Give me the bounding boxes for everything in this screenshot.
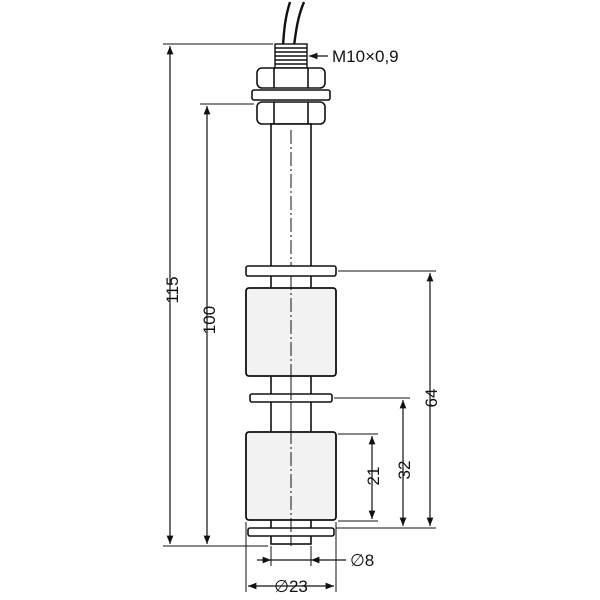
dim-label-115: 115 (163, 276, 182, 303)
dim-label-d23: ∅23 (274, 577, 308, 596)
dimension-lines (166, 46, 434, 590)
bottom-nut (256, 101, 326, 125)
extension-lines (163, 43, 436, 592)
upper-stop-ring (245, 265, 337, 277)
dim-label-100: 100 (200, 306, 219, 334)
dim-label-32: 32 (395, 461, 414, 480)
dim-label-21: 21 (364, 467, 383, 486)
thread-label: M10×0,9 (332, 47, 399, 66)
dim-label-64: 64 (422, 389, 441, 408)
top-nut (256, 67, 326, 89)
mounting-washer (251, 89, 331, 101)
dim-label-d8: ∅8 (350, 551, 374, 570)
threaded-fitting (274, 43, 308, 69)
cable (281, 1, 306, 47)
